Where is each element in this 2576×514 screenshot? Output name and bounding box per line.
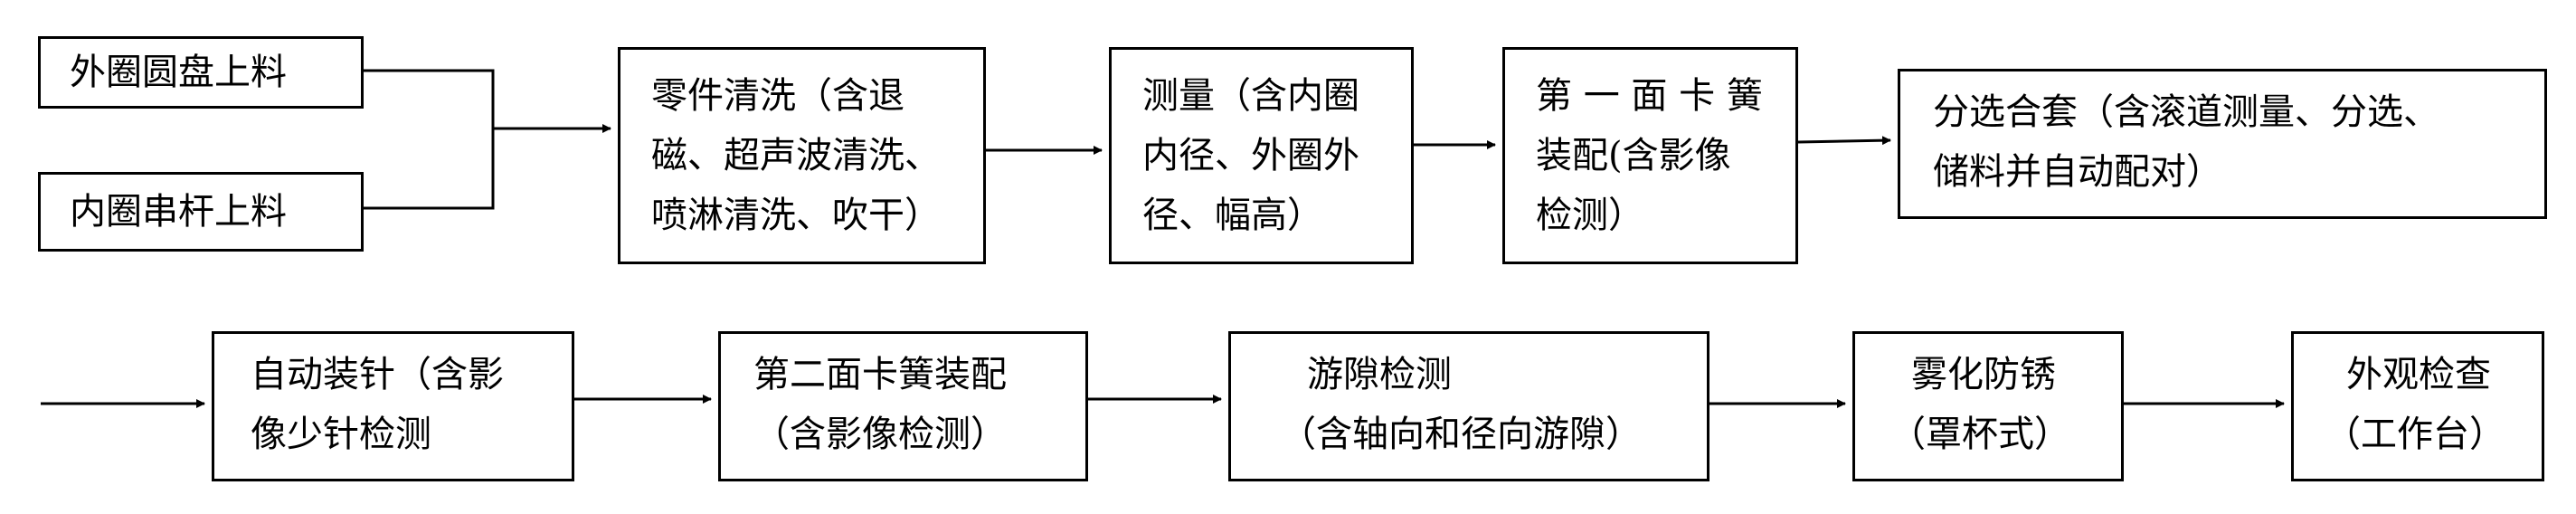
visual-inspection-line-2: （工作台） bbox=[2325, 414, 2505, 455]
auto-needle-loading-box: 自动装针（含影 像少针检测 bbox=[212, 331, 574, 481]
sorting-matching-box: 分选合套（含滚道测量、分选、 储料并自动配对） bbox=[1898, 69, 2547, 219]
second-side-circlip-box: 第二面卡簧装配 （含影像检测） bbox=[718, 331, 1088, 481]
auto-needle-loading-line-2: 像少针检测 bbox=[251, 414, 431, 455]
clearance-test-box: 游隙检测 （含轴向和径向游隙） bbox=[1228, 331, 1709, 481]
sorting-matching-line-1: 分选合套（含滚道测量、分选、 bbox=[1933, 91, 2439, 133]
clearance-test-line-2: （含轴向和径向游隙） bbox=[1280, 414, 1642, 455]
inner-ring-loading-box: 内圈串杆上料 bbox=[38, 172, 364, 252]
measurement-line-1: 测量（含内圈 bbox=[1142, 75, 1359, 117]
merge-line-outer bbox=[364, 69, 495, 210]
parts-cleaning-box: 零件清洗（含退 磁、超声波清洗、 喷淋清洗、吹干） bbox=[618, 47, 986, 264]
parts-cleaning-line-1: 零件清洗（含退 bbox=[651, 75, 904, 117]
outer-ring-loading-box: 外圈圆盘上料 bbox=[38, 36, 364, 109]
parts-cleaning-line-3: 喷淋清洗、吹干） bbox=[651, 195, 941, 236]
rust-prevention-line-1: 雾化防锈 bbox=[1911, 354, 2056, 395]
rust-prevention-box: 雾化防锈 （罩杯式） bbox=[1852, 331, 2124, 481]
auto-needle-loading-line-1: 自动装针（含影 bbox=[251, 354, 504, 395]
measurement-line-3: 径、幅高） bbox=[1142, 195, 1323, 236]
measurement-box: 测量（含内圈 内径、外圈外 径、幅高） bbox=[1109, 47, 1414, 264]
measurement-line-2: 内径、外圈外 bbox=[1142, 135, 1359, 176]
rust-prevention-line-2: （罩杯式） bbox=[1889, 414, 2070, 455]
first-side-circlip-line-2: 装配(含影像 bbox=[1536, 135, 1731, 176]
first-side-circlip-line-3: 检测） bbox=[1536, 195, 1644, 236]
visual-inspection-line-1: 外观检查 bbox=[2346, 354, 2491, 395]
second-side-circlip-line-2: （含影像检测） bbox=[753, 414, 1007, 455]
parts-cleaning-line-2: 磁、超声波清洗、 bbox=[651, 135, 941, 176]
outer-ring-loading-label: 外圈圆盘上料 bbox=[70, 52, 287, 93]
second-side-circlip-line-1: 第二面卡簧装配 bbox=[753, 354, 1007, 395]
visual-inspection-box: 外观检查 （工作台） bbox=[2291, 331, 2544, 481]
sorting-matching-line-2: 储料并自动配对） bbox=[1933, 151, 2222, 193]
clearance-test-line-1: 游隙检测 bbox=[1307, 354, 1452, 395]
inner-ring-loading-label: 内圈串杆上料 bbox=[70, 191, 287, 233]
arrow-clip1-to-sort bbox=[1797, 136, 1891, 146]
first-side-circlip-line-1: 第 一 面 卡 簧 bbox=[1536, 75, 1763, 117]
first-side-circlip-box: 第 一 面 卡 簧 装配(含影像 检测） bbox=[1502, 47, 1798, 264]
